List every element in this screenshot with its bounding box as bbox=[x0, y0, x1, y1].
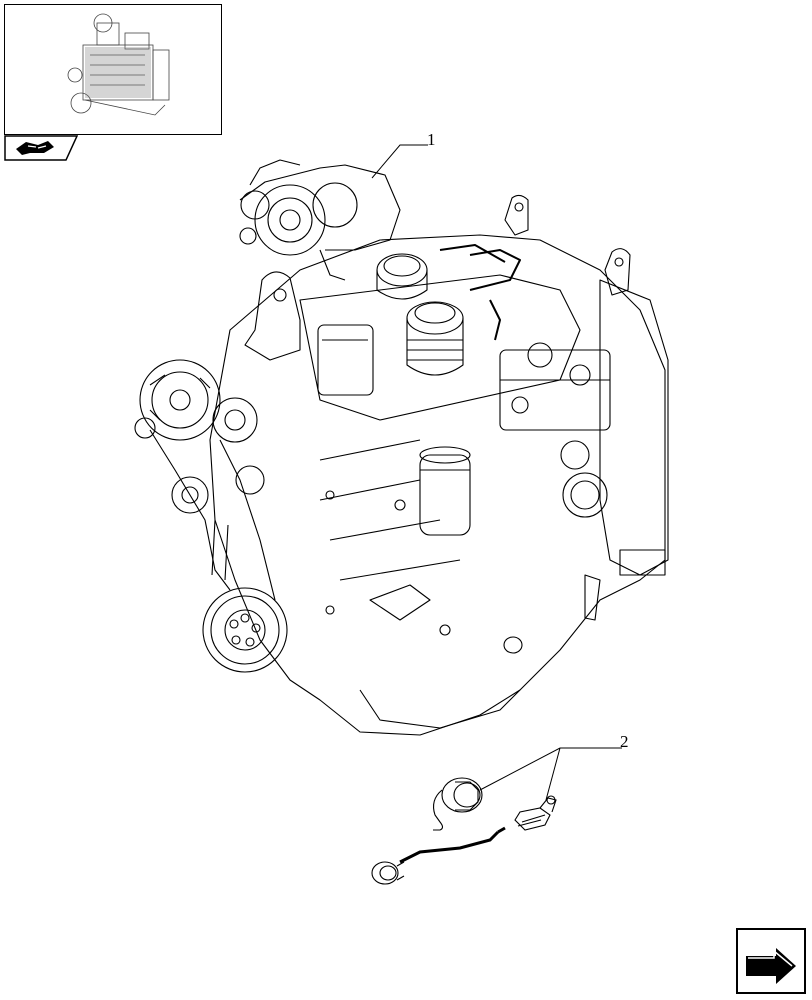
fuel-filter bbox=[419, 446, 471, 536]
harness-with-connector bbox=[371, 826, 506, 885]
callout-2: 2 bbox=[620, 732, 629, 751]
temperature-sender bbox=[514, 795, 557, 831]
valve-cover bbox=[317, 324, 374, 396]
turbocharger bbox=[239, 159, 401, 281]
cylinder-head bbox=[299, 274, 581, 421]
air-filter bbox=[406, 301, 464, 376]
oil-pan bbox=[359, 689, 521, 729]
thumbnail-preview[interactable] bbox=[4, 4, 222, 135]
leader-line-1 bbox=[371, 144, 428, 179]
injection-pump bbox=[499, 342, 611, 470]
sensor-kit bbox=[371, 777, 557, 885]
drive-belt bbox=[149, 429, 276, 601]
lifting-eye-right bbox=[504, 194, 529, 236]
engine-thumbnail-image bbox=[67, 13, 170, 116]
leader-line-2 bbox=[479, 747, 622, 801]
idler-pulley bbox=[212, 397, 258, 443]
engine-block-outline bbox=[209, 234, 666, 736]
pressure-switch bbox=[433, 777, 483, 831]
book-hand-icon bbox=[4, 135, 78, 161]
crankshaft-pulley bbox=[202, 587, 288, 673]
forward-arrow-icon bbox=[736, 928, 806, 994]
next-page-button[interactable] bbox=[736, 928, 806, 994]
alternator bbox=[134, 359, 221, 441]
lifting-eye-left bbox=[244, 271, 301, 361]
thumbnail-tab[interactable] bbox=[4, 135, 78, 161]
oil-filler bbox=[376, 253, 428, 300]
callout-1: 1 bbox=[427, 130, 436, 149]
flywheel-housing bbox=[562, 279, 669, 576]
